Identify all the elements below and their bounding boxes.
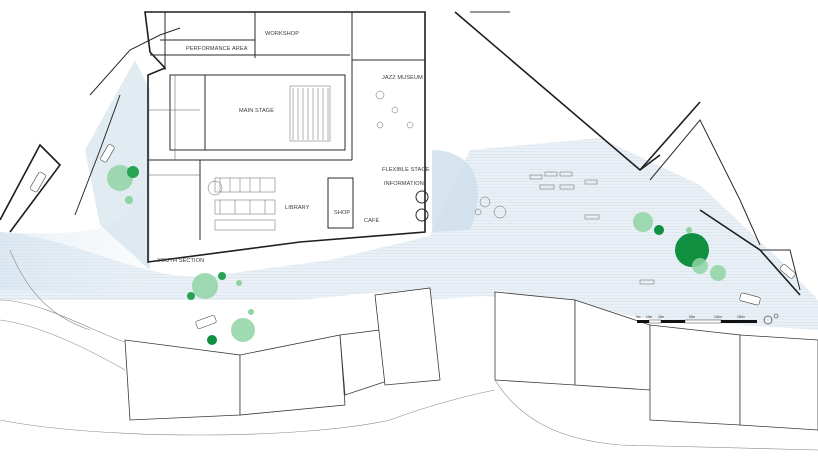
tree — [125, 196, 133, 204]
plaza-left-fade — [0, 180, 150, 292]
label-cafe: CAFÉ — [364, 217, 379, 224]
label-information: INFORMATION — [384, 181, 424, 187]
tree — [248, 309, 254, 315]
scale-tick-2: 20m — [658, 315, 665, 319]
label-youth-section: YOUTH SECTION — [157, 258, 204, 264]
scale-tick-0: 0m — [636, 315, 641, 319]
waterfront-edge — [0, 11, 801, 296]
scale-tick-3: 50m — [689, 315, 696, 319]
tree — [654, 225, 664, 235]
scale-bar: 0m 10m 20m 50m 100m 150m — [636, 315, 757, 324]
label-main-stage: MAIN STAGE — [239, 108, 274, 114]
tree — [633, 212, 653, 232]
tree — [231, 318, 255, 342]
north-arrow — [763, 313, 779, 325]
cars — [29, 144, 796, 329]
main-building — [144, 11, 426, 263]
plaza-benches — [529, 171, 655, 285]
label-jazz-museum: JAZZ MUSEUM — [382, 75, 423, 81]
tree — [686, 227, 692, 233]
tree — [710, 265, 726, 281]
label-performance-area: PERFORMANCE AREA — [186, 46, 248, 52]
tree — [187, 292, 195, 300]
neighbour-buildings — [124, 287, 818, 431]
label-shop: SHOP — [334, 210, 350, 216]
scale-tick-4: 100m — [714, 315, 722, 319]
tree — [236, 280, 242, 286]
trees — [107, 165, 726, 345]
scale-tick-1: 10m — [646, 315, 653, 319]
streets — [0, 249, 818, 451]
tree — [218, 272, 226, 280]
tree — [127, 166, 139, 178]
tree — [207, 335, 217, 345]
tree — [107, 165, 133, 191]
label-workshop: WORKSHOP — [265, 31, 299, 37]
tree — [192, 273, 218, 299]
plaza-center-glow — [432, 150, 478, 232]
scale-tick-5: 150m — [737, 315, 745, 319]
label-flexible-stage: FLEXIBLE STAGE — [382, 167, 430, 173]
auditorium-seating — [289, 85, 331, 142]
left-pier-glass — [85, 60, 150, 270]
tree — [692, 258, 708, 274]
label-library: LIBRARY — [285, 205, 310, 211]
library-shelves — [214, 177, 276, 231]
room-labels: WORKSHOP PERFORMANCE AREA JAZZ MUSEUM MA… — [157, 31, 430, 264]
